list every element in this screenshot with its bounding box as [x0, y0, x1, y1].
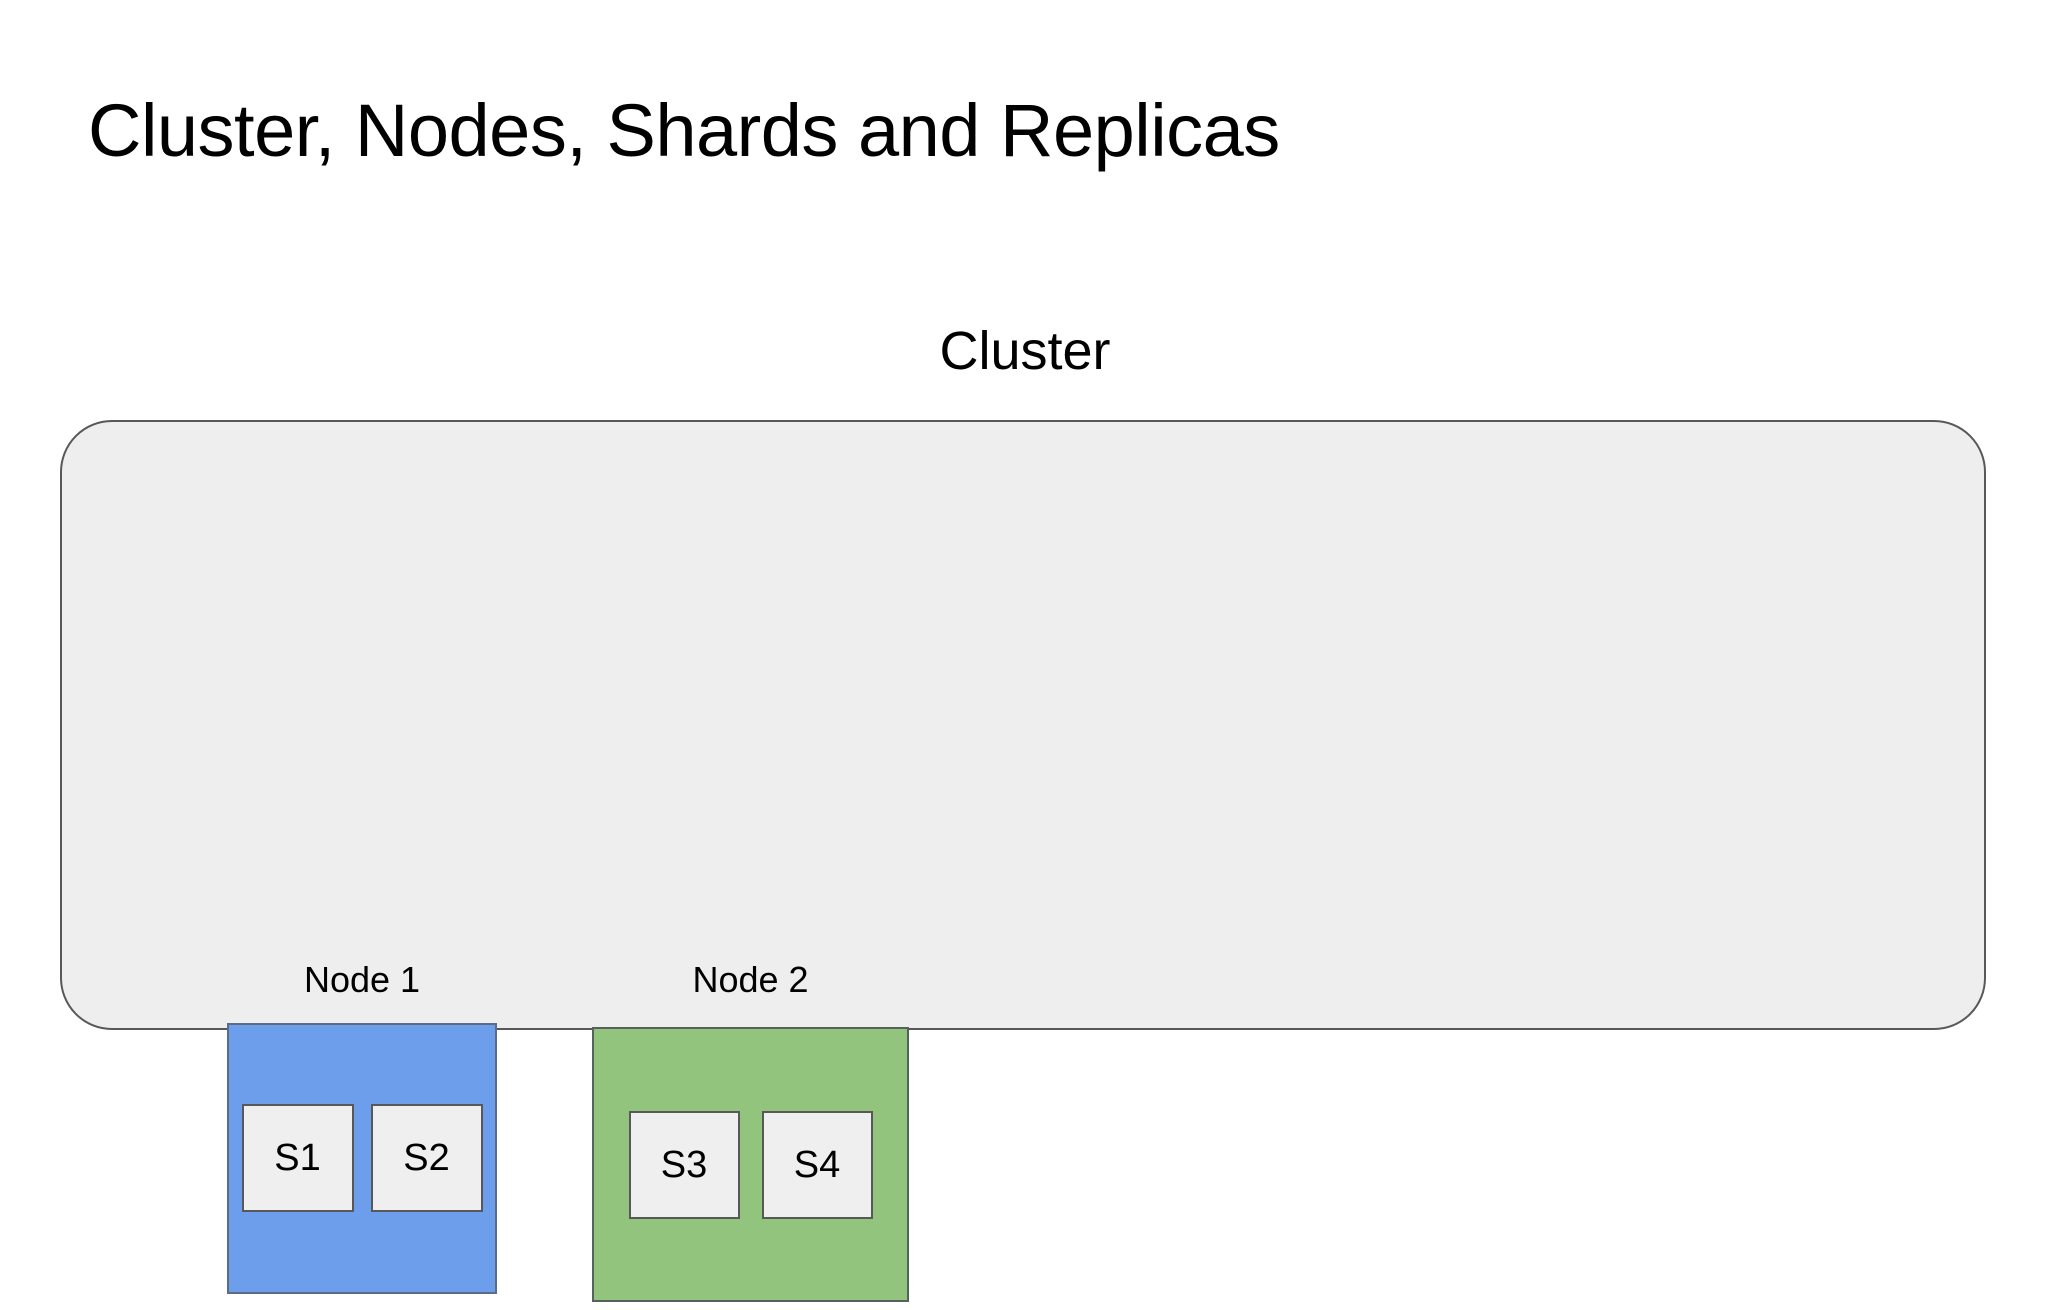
cluster-caption-text: Cluster [939, 321, 1111, 381]
node-group-2: Node 2 S3 S4 [592, 962, 909, 1310]
shard-s2[interactable]: S2 [370, 1104, 483, 1212]
shard-s4[interactable]: S4 [761, 1110, 873, 1219]
node-2-shard-row: S3 S4 [628, 1110, 873, 1219]
node-2-label: Node 2 [692, 959, 809, 1000]
shard-s3[interactable]: S3 [628, 1110, 740, 1219]
cluster-caption: Cluster [0, 321, 2048, 381]
cluster-container: Node 1 S1 S2 Node 2 S3 S4 [60, 420, 1986, 1302]
shard-s1[interactable]: S1 [241, 1104, 354, 1212]
node-1-box[interactable]: S1 S2 [227, 1023, 497, 1294]
node-1-label: Node 1 [303, 959, 421, 1000]
page-title: Cluster, Nodes, Shards and Replicas [88, 89, 1280, 172]
node-group-1: Node 1 S1 S2 [227, 962, 497, 1302]
node-1-shard-row: S1 S2 [241, 1104, 483, 1212]
node-2-box[interactable]: S3 S4 [592, 1027, 909, 1302]
